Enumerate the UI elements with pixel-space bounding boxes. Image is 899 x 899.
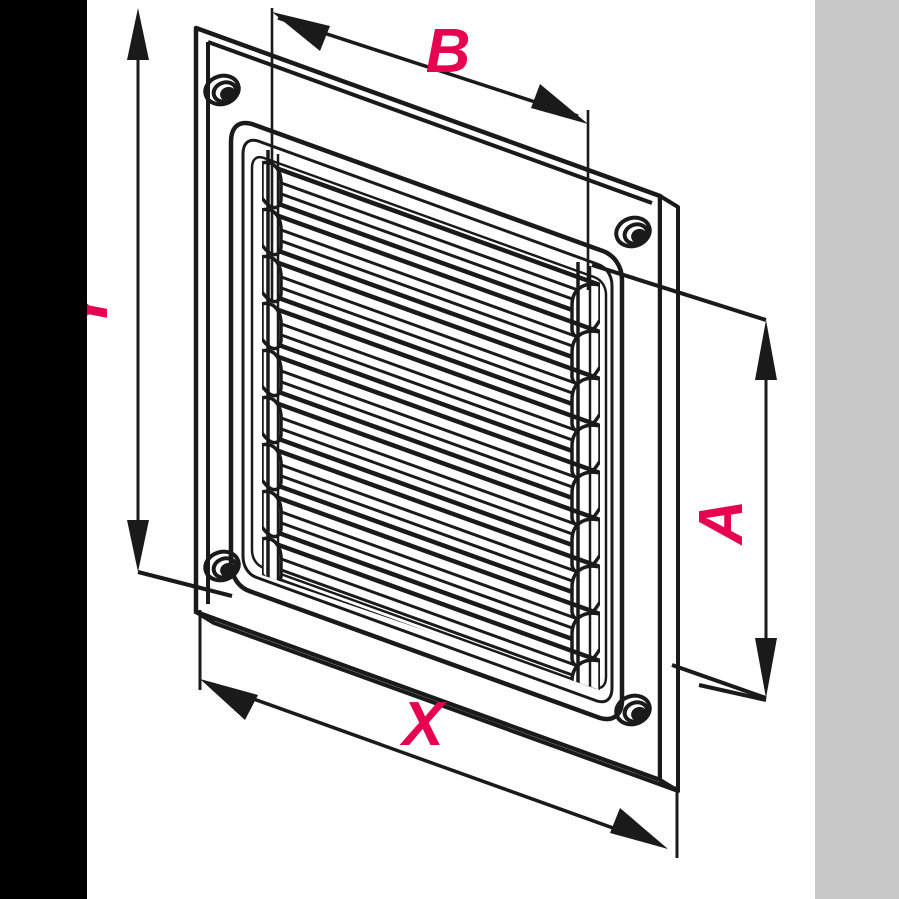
dimension-X-line — [211, 682, 653, 844]
dimension-B-arrow-right — [531, 84, 588, 124]
screw-hole-bottom-left — [203, 549, 241, 583]
dimension-A-witness-bottom — [671, 663, 767, 700]
dimension-A-witness-top — [591, 263, 767, 322]
left-black-band — [0, 0, 87, 899]
dimension-X-arrow-left — [200, 679, 258, 720]
recess-inner-lip — [241, 138, 614, 704]
screw-hole-bottom-right — [614, 693, 652, 727]
dimension-Y-witness-bottom — [137, 570, 233, 598]
dimension-label-A: A — [687, 500, 756, 547]
drawing-body: Y B A X — [52, 8, 777, 858]
flange-top-bevel — [207, 40, 653, 205]
dimension-label-B: B — [426, 17, 471, 86]
flange-right-edge — [658, 194, 680, 793]
dimension-Y — [127, 8, 233, 598]
dimension-A-arrow-bottom — [755, 638, 777, 698]
louver-slat — [262, 348, 600, 528]
dimension-Y-arrow-top — [127, 8, 149, 60]
dimension-A-witness-bottom-2 — [698, 683, 767, 702]
dimension-A — [591, 263, 777, 702]
dimension-label-X: X — [399, 690, 447, 759]
screw-holes — [203, 73, 652, 727]
dimension-X — [198, 610, 679, 858]
dimension-A-arrow-top — [755, 320, 777, 380]
dimension-B — [270, 8, 590, 300]
screw-hole-top-right — [614, 215, 652, 249]
screw-hole-top-left — [203, 73, 241, 107]
right-gray-band — [815, 0, 899, 899]
dimension-X-arrow-right — [610, 808, 668, 849]
dimension-B-arrow-left — [272, 12, 330, 51]
dimension-B-line — [277, 16, 579, 118]
dimension-Y-arrow-bottom — [127, 520, 149, 572]
